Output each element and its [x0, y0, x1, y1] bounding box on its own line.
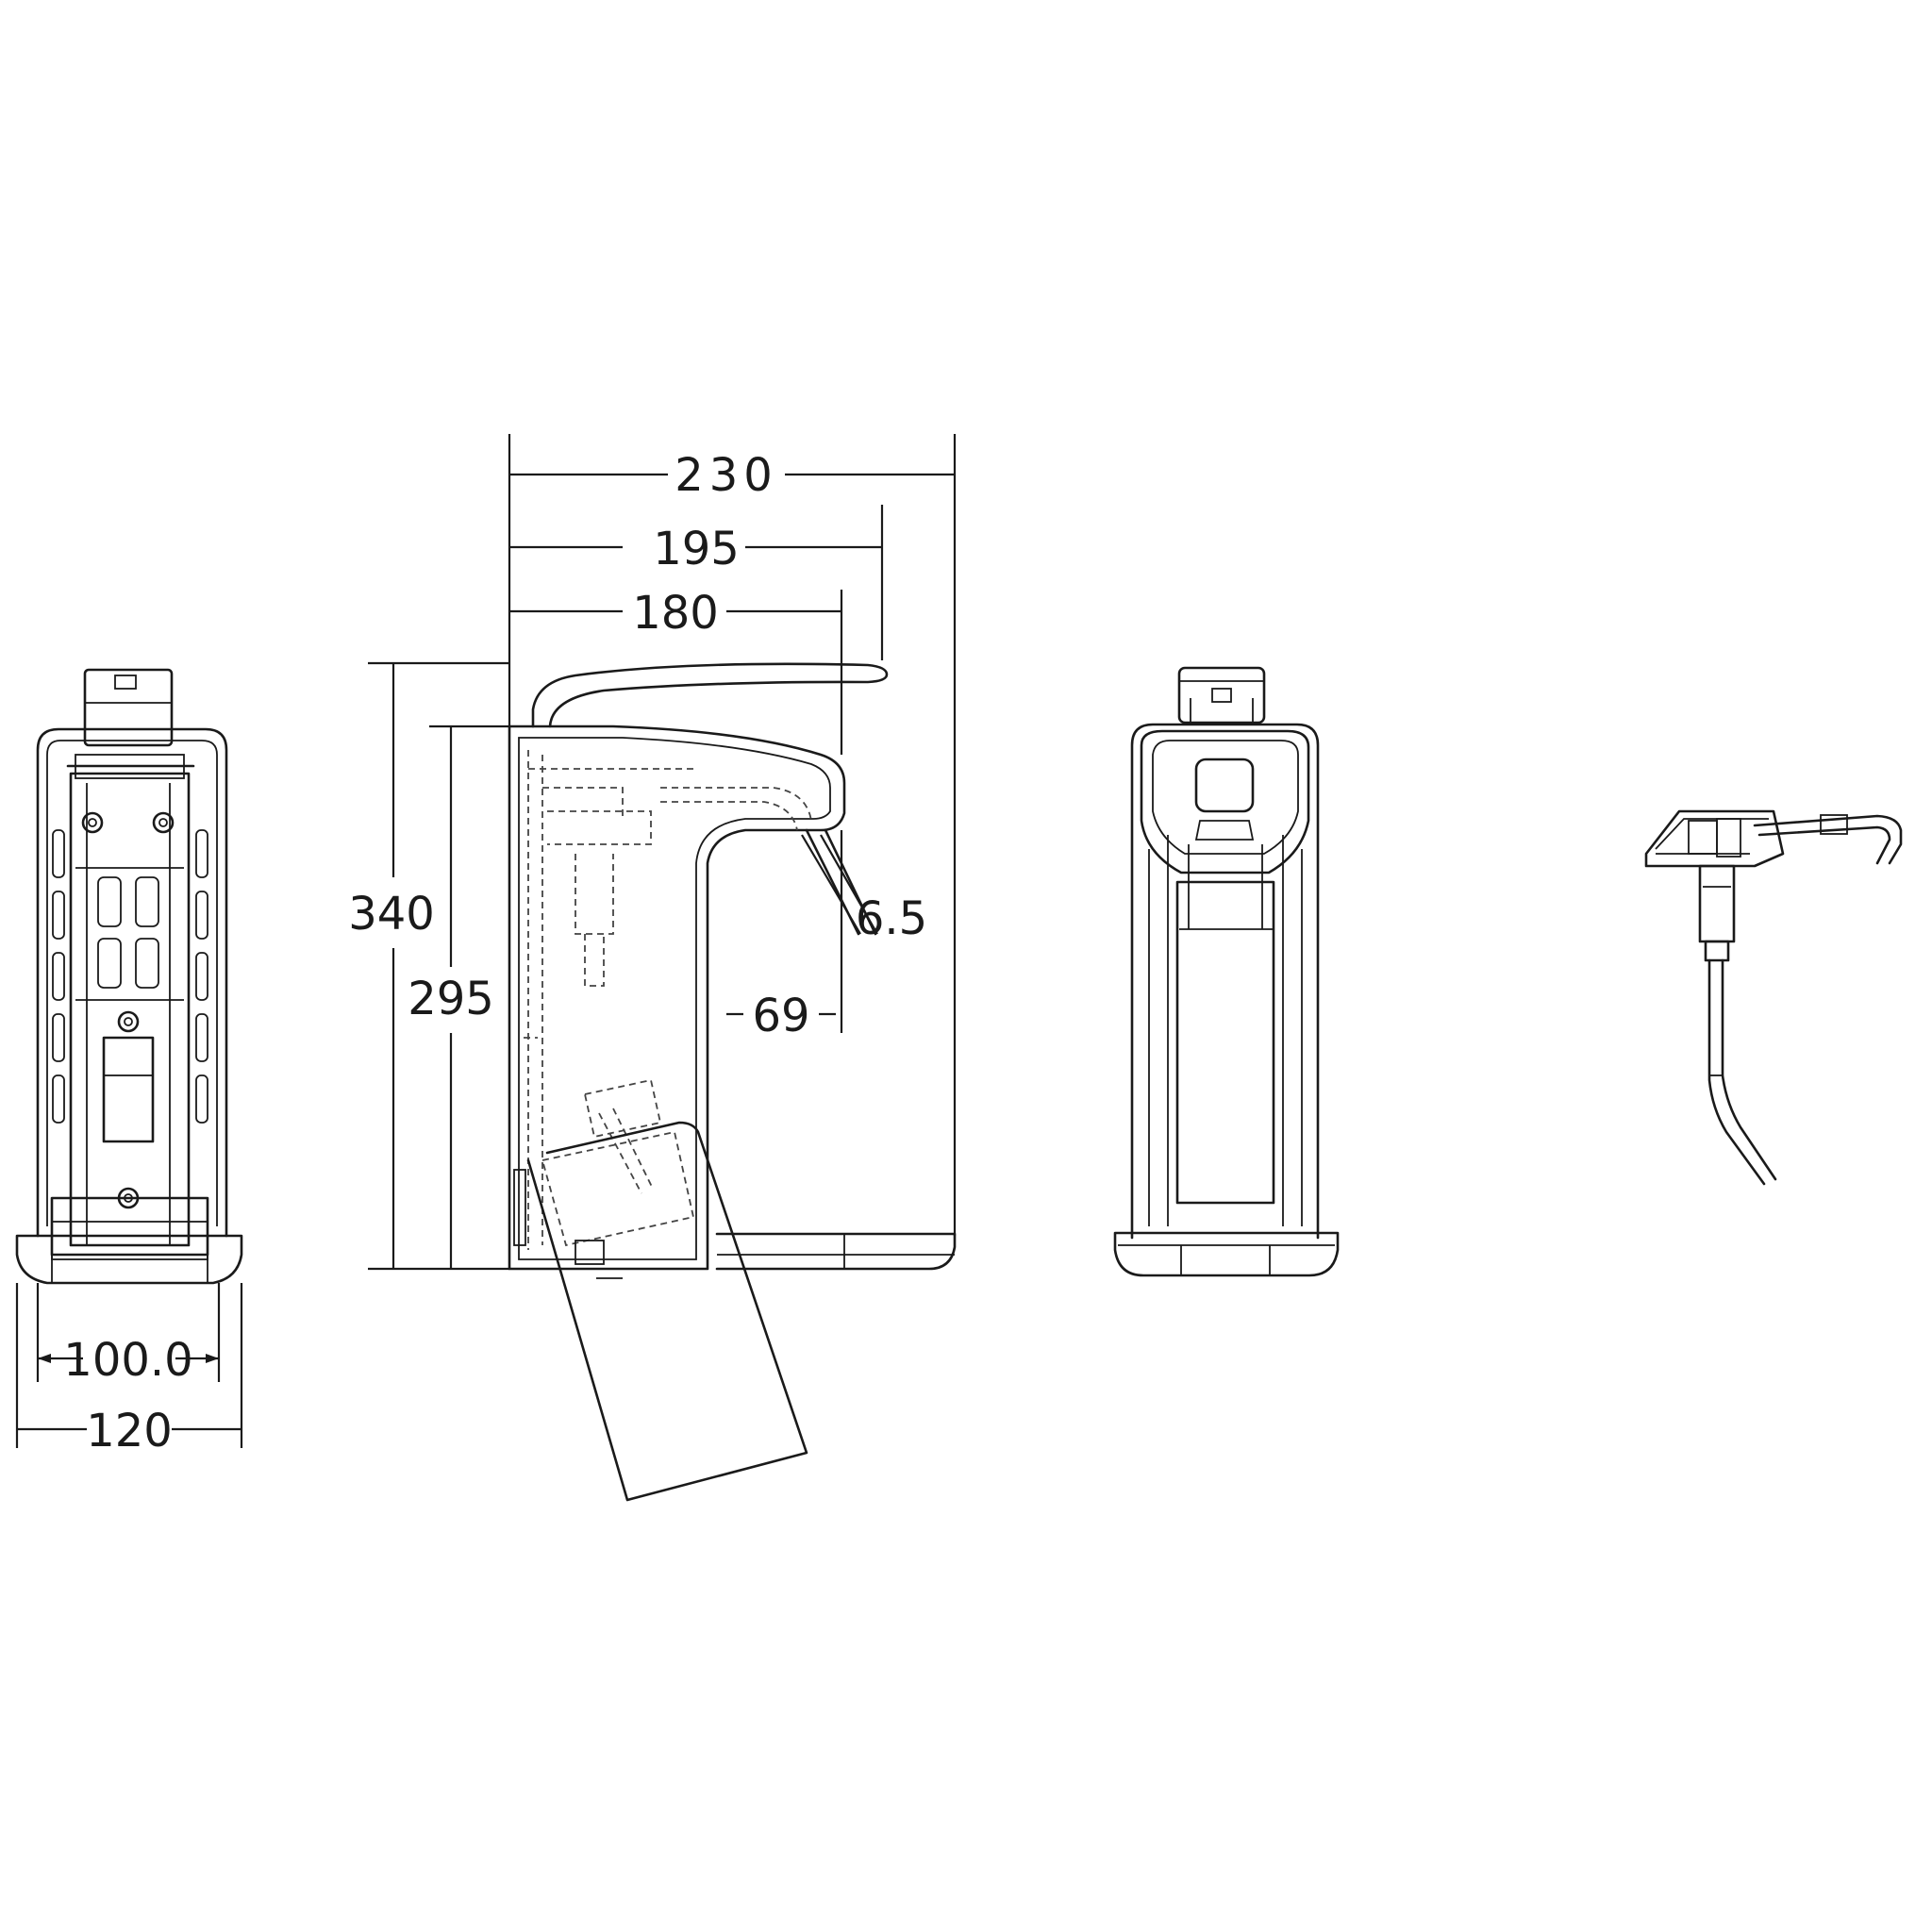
dim-total-height: 340 — [348, 888, 435, 941]
dim-body-height: 295 — [408, 973, 494, 1025]
dim-lever-depth: 195 — [653, 523, 740, 575]
pump-mechanism-view — [1644, 809, 1903, 1186]
dim-overall-depth: 230 — [675, 449, 778, 502]
dim-mount-width: 100.0 — [63, 1334, 192, 1387]
front-view — [1113, 666, 1340, 1277]
dim-overall-width: 120 — [86, 1405, 173, 1457]
dim-lever-clearance: 69 — [752, 990, 809, 1042]
back-view: 100.0 120 — [15, 668, 243, 1457]
side-view: 230 195 180 340 295 6.5 69 — [348, 434, 957, 1502]
dim-lever-diameter: 6.5 — [856, 892, 927, 945]
dim-body-depth: 180 — [632, 587, 719, 640]
